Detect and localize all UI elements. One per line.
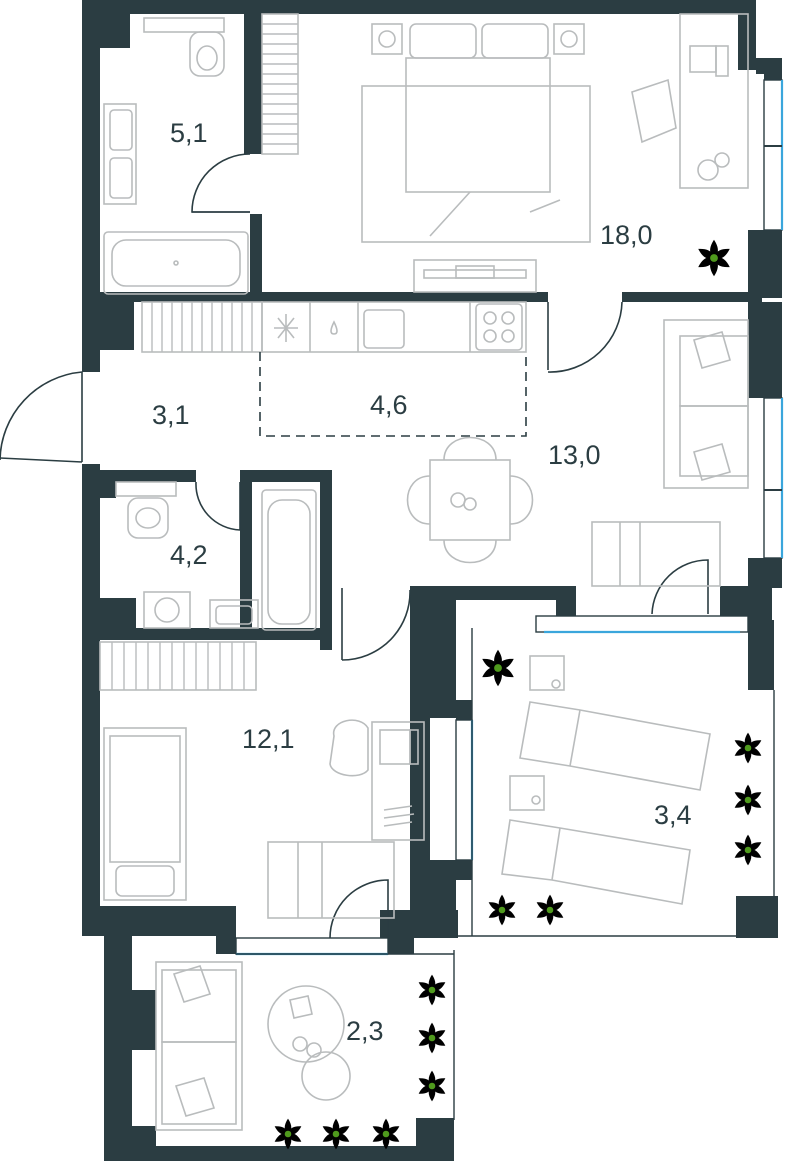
room-area-bedroom-small: 12,1 <box>242 724 295 754</box>
room-area-hallway: 3,1 <box>152 400 190 430</box>
room-area-living-room: 13,0 <box>548 440 601 470</box>
doors <box>0 153 709 939</box>
plants <box>273 239 763 1150</box>
room-labels: 5,1 18,0 3,1 4,6 13,0 4,2 12,1 3,4 2,3 <box>152 118 692 1046</box>
windows <box>235 79 784 1120</box>
walls <box>82 0 782 1161</box>
room-area-master-bedroom: 18,0 <box>600 220 653 250</box>
room-area-kitchen-zone: 4,6 <box>370 390 408 420</box>
room-area-balcony-bottom: 2,3 <box>346 1016 384 1046</box>
room-area-bathroom-top: 5,1 <box>170 118 208 148</box>
room-area-bathroom-small: 4,2 <box>170 540 208 570</box>
furniture <box>99 13 749 1131</box>
room-area-balcony-right: 3,4 <box>654 800 692 830</box>
